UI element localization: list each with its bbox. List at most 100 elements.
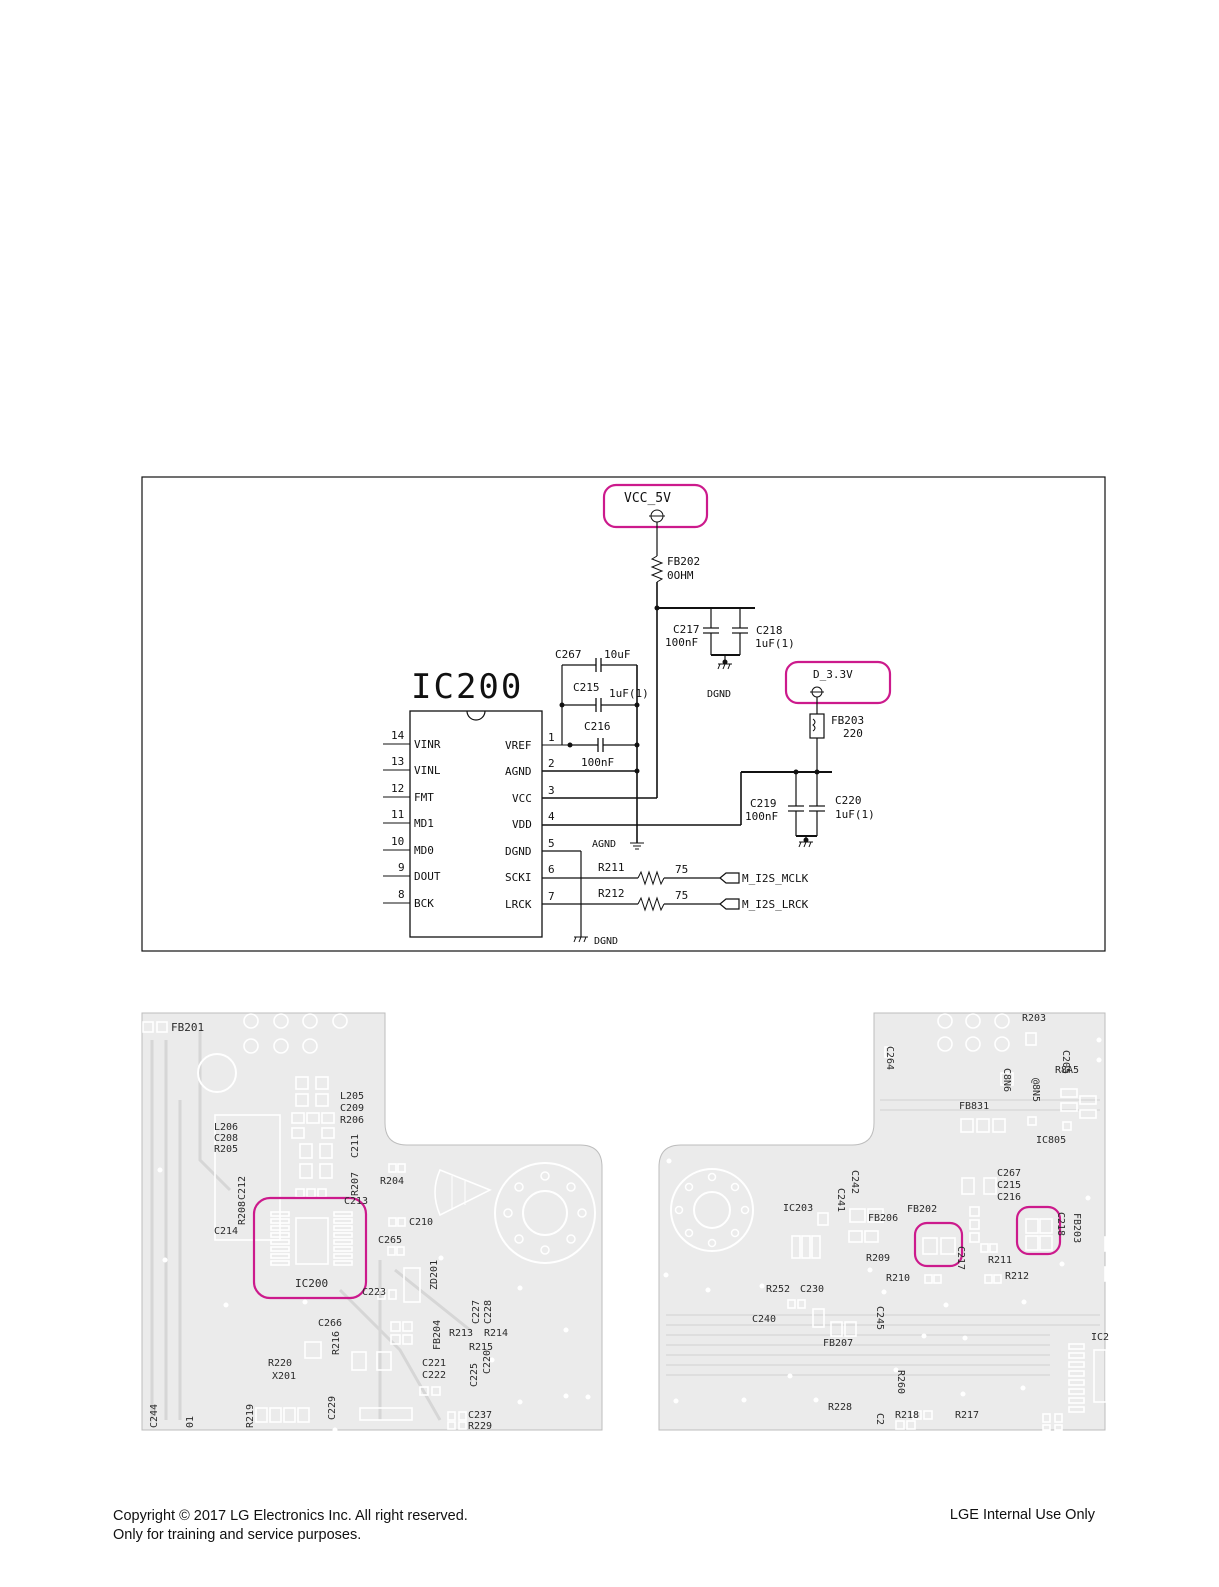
pcb-right-c217: C217: [955, 1246, 966, 1270]
ic200-left-pins: 14 13 12 11 10 9 8 VINR VINL FMT MD1 MD0…: [383, 729, 441, 910]
pcb-right-ic203: IC203: [783, 1203, 813, 1214]
pcb-left-c237: C237: [468, 1410, 492, 1421]
mclk-port: [719, 872, 740, 884]
pcb-right-c216: C216: [997, 1192, 1021, 1203]
fb202-pcb-highlight: [913, 1221, 964, 1268]
pcb-left-c214: C214: [214, 1226, 238, 1237]
pin-9-num: 9: [398, 861, 405, 874]
ic200-pcb-highlight: [252, 1196, 368, 1300]
pin-3-name: VCC: [512, 792, 532, 805]
ic200-title: IC200: [411, 667, 523, 707]
fb203-symbol: [809, 713, 825, 739]
pin-4-num: 4: [548, 810, 555, 823]
c217-ref: C217: [673, 623, 700, 636]
pin-5-num: 5: [548, 837, 555, 850]
c216-value: 100nF: [581, 756, 614, 769]
footer-purpose: Only for training and service purposes.: [113, 1527, 362, 1543]
pin-13-name: VINL: [414, 764, 441, 777]
pcb-left-c229: C229: [327, 1396, 338, 1420]
pin-8-name: BCK: [414, 897, 434, 910]
c215-value: 1uF(1): [609, 687, 649, 700]
c216-ref: C216: [584, 720, 611, 733]
pcb-right-c245: C245: [874, 1306, 885, 1330]
pcb-right-c205: C205: [1060, 1050, 1071, 1074]
pcb-left-c208: C208: [214, 1133, 238, 1144]
pcb-right-fb207: FB207: [823, 1338, 853, 1349]
r211-value: 75: [675, 863, 688, 876]
pcb-left-r206: R206: [340, 1115, 364, 1126]
pin-2-name: AGND: [505, 765, 532, 778]
pcb-right-c2: C2: [874, 1413, 885, 1425]
c217-c218-pcb-highlight: [1015, 1205, 1062, 1256]
pin-1-num: 1: [548, 731, 555, 744]
pcb-right-fb202: FB202: [907, 1204, 937, 1215]
dgnd-bottom-label: DGND: [594, 936, 618, 947]
pcb-left-c223: C223: [362, 1287, 386, 1298]
pcb-right-c242: C242: [849, 1170, 860, 1194]
pcb-left-c210: C210: [409, 1217, 433, 1228]
vcc-5v-highlight: [602, 483, 709, 529]
pcb-right-c240: C240: [752, 1314, 776, 1325]
pcb-left-r205: R205: [214, 1144, 238, 1155]
pcb-right-r210: R210: [886, 1273, 910, 1284]
pcb-right-r211: R211: [988, 1255, 1012, 1266]
lrck-label: M_I2S_LRCK: [742, 898, 809, 911]
c219-ref: C219: [750, 797, 777, 810]
pcb-left-c225: C225: [469, 1363, 480, 1387]
pcb-left-r204: R204: [380, 1176, 404, 1187]
pin-12-name: FMT: [414, 791, 434, 804]
fb202-ref: FB202: [667, 555, 700, 568]
pcb-left-c211: C211: [350, 1134, 361, 1158]
fb202-value: 0OHM: [667, 569, 694, 582]
pcb-right-c8n6: C8N6: [1001, 1068, 1012, 1092]
d3v3-highlight: [784, 660, 892, 705]
c267-ref: C267: [555, 648, 582, 661]
mclk-label: M_I2S_MCLK: [742, 872, 809, 885]
pcb-right-r203: R203: [1022, 1013, 1046, 1024]
pin-8-num: 8: [398, 888, 405, 901]
pin-10-name: MD0: [414, 844, 434, 857]
pcb-left-l206: L206: [214, 1122, 238, 1133]
pcb-left-r215: R215: [469, 1342, 493, 1353]
pcb-left-l205: L205: [340, 1091, 364, 1102]
pcb-right-c215: C215: [997, 1180, 1021, 1191]
pcb-right-ic805: IC805: [1036, 1135, 1066, 1146]
pcb-right-c230: C230: [800, 1284, 824, 1295]
pin-5-name: DGND: [505, 845, 532, 858]
pcb-left-panel: IC200 FB201 L205 C209 R206 L206 C208 R20…: [141, 1012, 603, 1433]
pcb-right-r217: R217: [955, 1410, 979, 1421]
c219-value: 100nF: [745, 810, 778, 823]
pin-11-name: MD1: [414, 817, 434, 830]
pcb-left-c220: C220: [482, 1350, 493, 1374]
pin-2-num: 2: [548, 757, 555, 770]
pcb-right-fb206: FB206: [868, 1213, 898, 1224]
fb203-value: 220: [843, 727, 863, 740]
pin-12-num: 12: [391, 782, 404, 795]
pcb-left-c244: C244: [149, 1404, 160, 1428]
agnd-label: AGND: [592, 839, 616, 850]
r211-ref: R211: [598, 861, 625, 874]
pcb-left-c228: C228: [483, 1300, 494, 1324]
pin-7-num: 7: [548, 890, 555, 903]
pin-3-num: 3: [548, 784, 555, 797]
pcb-left-c265: C265: [378, 1235, 402, 1246]
pcb-left-r208: R208: [237, 1201, 248, 1225]
pcb-left-x201: X201: [272, 1371, 296, 1382]
pcb-left-c213: C213: [344, 1196, 368, 1207]
ic200-pcb-label: IC200: [295, 1277, 328, 1290]
pcb-right-r228: R228: [828, 1402, 852, 1413]
pcb-left-r207: R207: [350, 1172, 361, 1196]
pin-13-num: 13: [391, 755, 404, 768]
pcb-right-c218: C218: [1055, 1212, 1066, 1236]
pcb-left-fb201: FB201: [171, 1021, 204, 1034]
pcb-left-r219: R219: [245, 1404, 256, 1428]
pcb-right-r209: R209: [866, 1253, 890, 1264]
dgnd-top-label: DGND: [707, 689, 731, 700]
pcb-right-fb203: FB203: [1071, 1213, 1082, 1243]
pcb-left-r213: R213: [449, 1328, 473, 1339]
pcb-right-r260: R260: [895, 1370, 906, 1394]
pin-7-name: LRCK: [505, 898, 532, 911]
pin-4-name: VDD: [512, 818, 532, 831]
c220-value: 1uF(1): [835, 808, 875, 821]
